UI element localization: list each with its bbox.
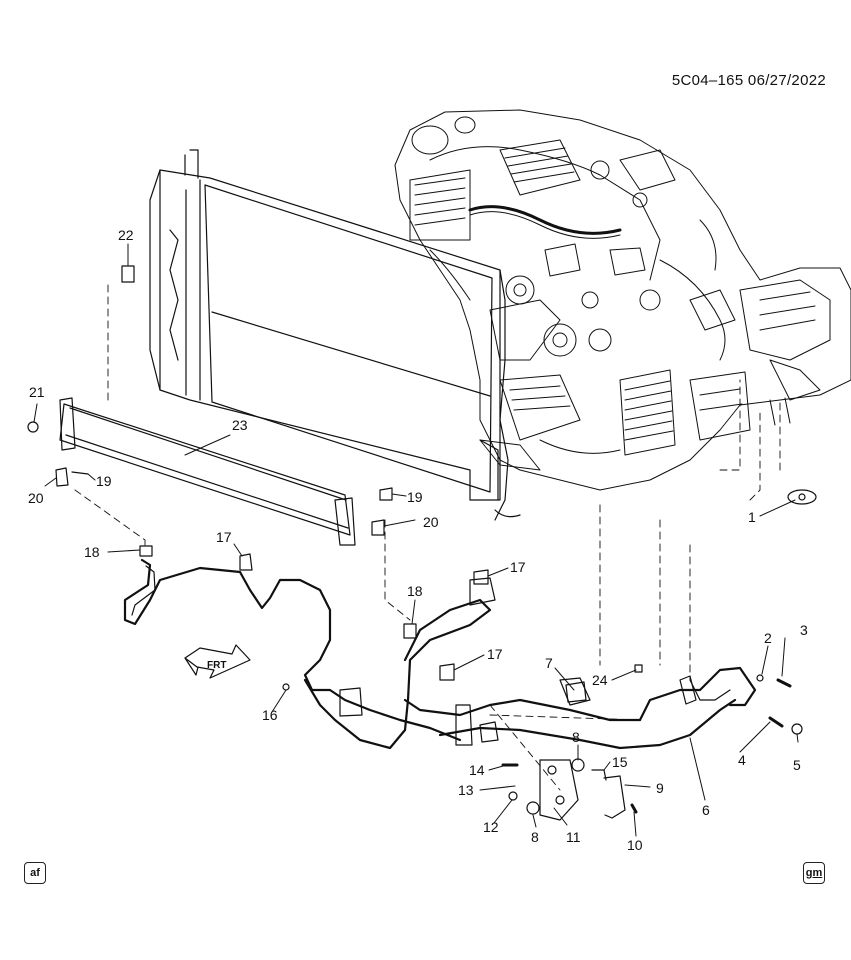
- callout-19-left: 19: [96, 473, 112, 489]
- front-direction-arrow: FRT: [184, 644, 251, 679]
- document-id: 5C04–165 06/27/2022: [671, 72, 826, 89]
- part-10-stud: [630, 803, 638, 814]
- callout-20-left: 20: [28, 490, 44, 506]
- transmission-fluid-cooler: [55, 397, 356, 546]
- callout-16: 16: [262, 707, 278, 723]
- part-1-gasket: [787, 489, 817, 505]
- part-12-nut: [508, 791, 518, 801]
- callout-8-upper: 8: [572, 729, 580, 745]
- part-17-clip-b: [473, 569, 489, 585]
- callout-17-left: 17: [216, 529, 232, 545]
- frt-label: FRT: [207, 660, 226, 671]
- part-2-washer: [756, 674, 764, 682]
- callout-13: 13: [458, 782, 474, 798]
- part-21-nut: [27, 421, 39, 433]
- callout-19-right: 19: [407, 489, 423, 505]
- callout-11: 11: [566, 829, 581, 845]
- callout-23: 23: [232, 417, 248, 433]
- callout-24: 24: [592, 672, 608, 688]
- callout-20-right: 20: [423, 514, 439, 530]
- af-badge: af: [24, 862, 46, 884]
- part-8-seal-b: [526, 801, 540, 815]
- callout-2: 2: [764, 630, 772, 646]
- part-24-seal: [634, 664, 643, 673]
- callout-10: 10: [627, 837, 643, 853]
- callout-labels: 1 2 3 4 5 6 7 8 8 9 10 11 12 13 14 15 16…: [28, 227, 808, 853]
- part-19-clip-left: [71, 471, 89, 475]
- callout-17-right-upper: 17: [510, 559, 526, 575]
- callout-4: 4: [738, 752, 746, 768]
- callout-17-right-lower: 17: [487, 646, 503, 662]
- callout-15: 15: [612, 754, 628, 770]
- part-22-clip: [121, 265, 135, 283]
- callout-12: 12: [483, 819, 499, 835]
- callout-1: 1: [748, 509, 756, 525]
- engine-assembly: [394, 109, 851, 491]
- part-4-stud: [768, 716, 784, 728]
- part-17-clip-c: [439, 663, 455, 681]
- radiator: [149, 149, 521, 521]
- callout-5: 5: [793, 757, 801, 773]
- leader-solid-lines: [33, 243, 799, 837]
- callout-18-left: 18: [84, 544, 100, 560]
- leader-dashed-lines: [74, 284, 781, 791]
- part-16-clip: [282, 683, 290, 691]
- callout-6: 6: [702, 802, 710, 818]
- callout-22: 22: [118, 227, 134, 243]
- callout-9: 9: [656, 780, 664, 796]
- part-18-grommet-right: [403, 623, 417, 639]
- gm-logo-badge: gm: [803, 862, 825, 884]
- callout-21: 21: [29, 384, 45, 400]
- hardware-parts: [27, 265, 817, 815]
- part-5-nut: [791, 723, 803, 735]
- callout-8-lower: 8: [531, 829, 539, 845]
- callout-18-right: 18: [407, 583, 423, 599]
- part-17-clip-a: [239, 553, 253, 571]
- part-8-seal-a: [571, 758, 585, 772]
- callout-14: 14: [469, 762, 485, 778]
- callout-3: 3: [800, 622, 808, 638]
- callout-7: 7: [545, 655, 553, 671]
- part-3-bolt: [776, 678, 792, 688]
- part-19-clip-right: [379, 487, 393, 501]
- part-20-grommet-right: [371, 519, 385, 536]
- part-18-grommet-left: [139, 545, 153, 557]
- oil-cooler-body: [619, 369, 676, 456]
- part-7-bracket: [565, 681, 587, 703]
